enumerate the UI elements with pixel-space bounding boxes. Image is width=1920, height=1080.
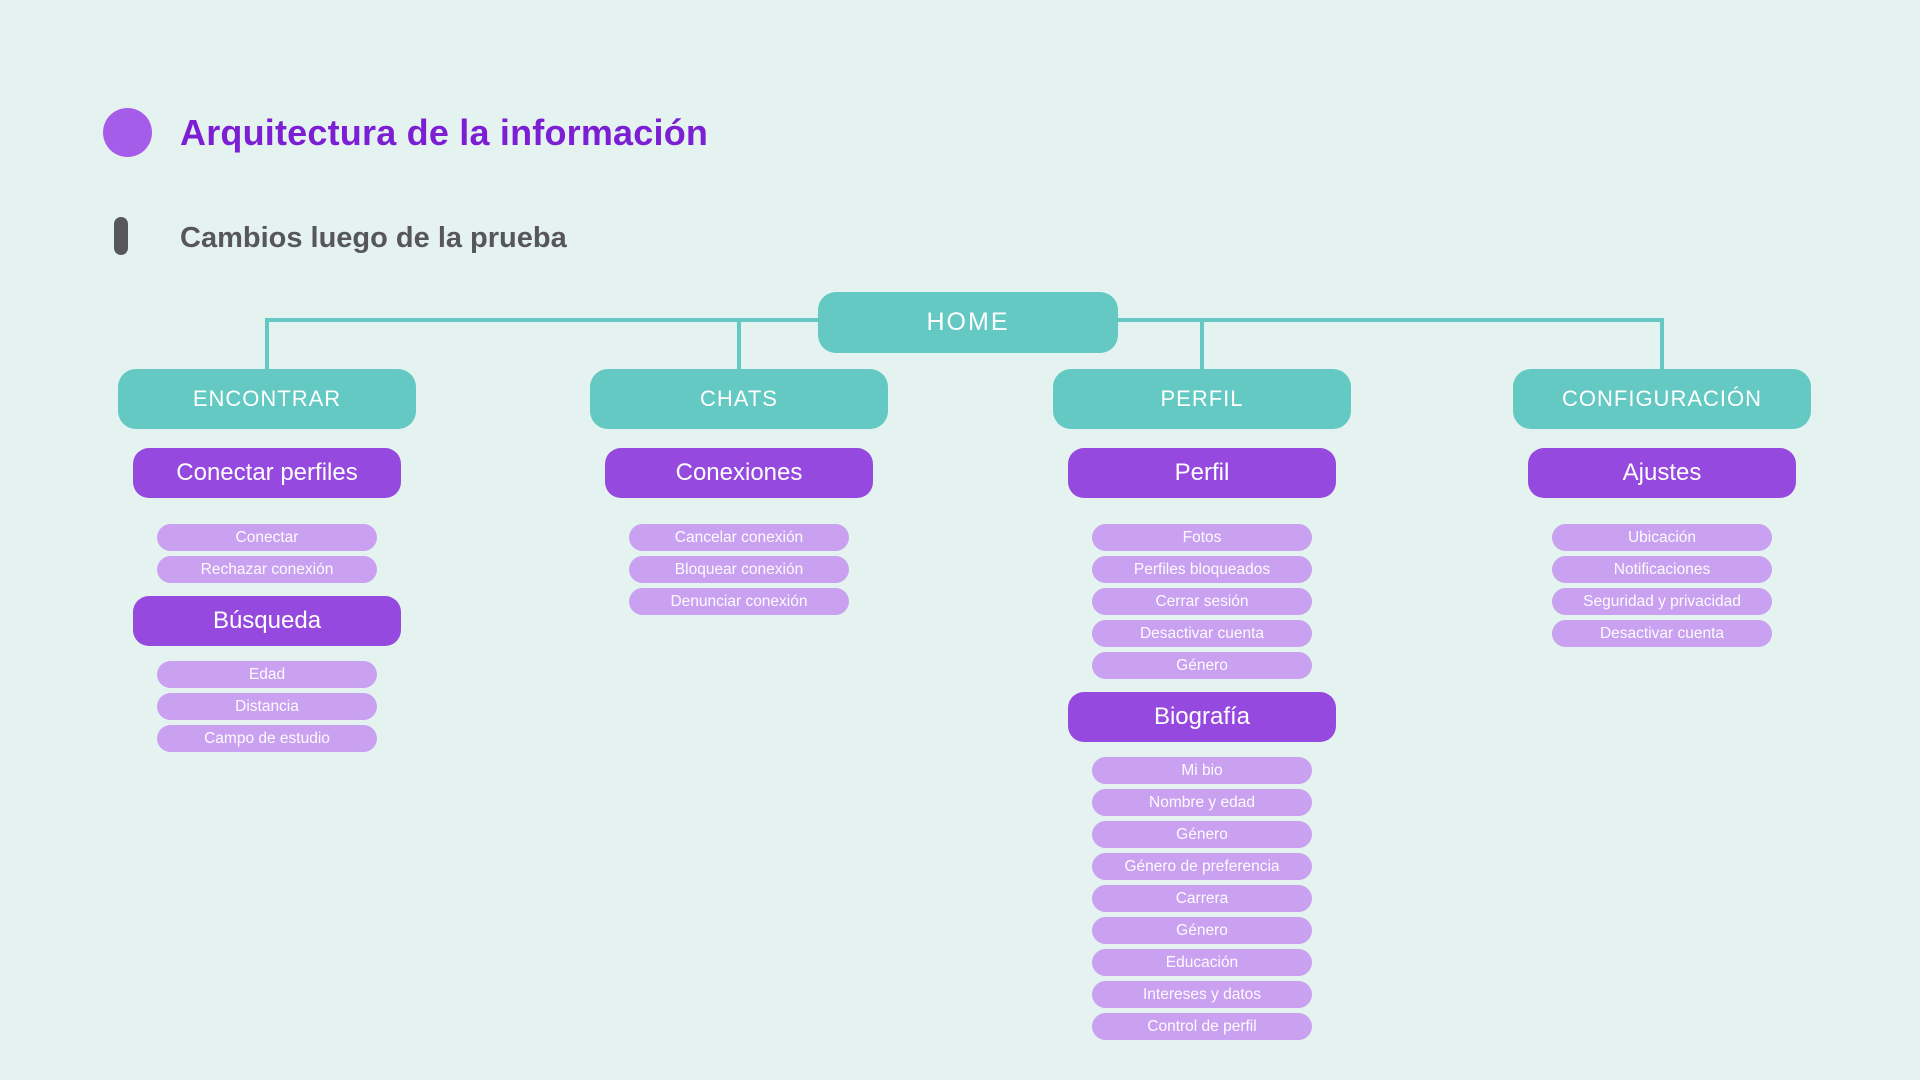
- node-conexiones: Conexiones: [605, 448, 873, 498]
- pill-group-busqueda: Edad Distancia Campo de estudio: [157, 661, 377, 752]
- pill-group-ajustes: Ubicación Notificaciones Seguridad y pri…: [1552, 524, 1772, 647]
- node-encontrar: ENCONTRAR: [118, 369, 416, 429]
- page-subtitle: Cambios luego de la prueba: [180, 222, 567, 254]
- node-perfiles-bloqueados: Perfiles bloqueados: [1092, 556, 1312, 583]
- node-intereses-y-datos: Intereses y datos: [1092, 981, 1312, 1008]
- branch-column-configuracion: CONFIGURACIÓN Ajustes Ubicación Notifica…: [1513, 369, 1811, 647]
- pill-group-conectar-perfiles: Conectar Rechazar conexión: [157, 524, 377, 583]
- node-desactivar-cuenta-config: Desactivar cuenta: [1552, 620, 1772, 647]
- pill-group-biografia: Mi bio Nombre y edad Género Género de pr…: [1092, 757, 1312, 1040]
- node-distancia: Distancia: [157, 693, 377, 720]
- node-genero-de-preferencia: Género de preferencia: [1092, 853, 1312, 880]
- node-seguridad-y-privacidad: Seguridad y privacidad: [1552, 588, 1772, 615]
- node-notificaciones: Notificaciones: [1552, 556, 1772, 583]
- node-ubicacion: Ubicación: [1552, 524, 1772, 551]
- node-genero-bio-1: Género: [1092, 821, 1312, 848]
- connector-drop-configuracion: [1660, 318, 1664, 370]
- node-edad: Edad: [157, 661, 377, 688]
- pill-group-perfil: Fotos Perfiles bloqueados Cerrar sesión …: [1092, 524, 1312, 679]
- node-cancelar-conexion: Cancelar conexión: [629, 524, 849, 551]
- connector-drop-perfil: [1200, 318, 1204, 370]
- branch-column-perfil: PERFIL Perfil Fotos Perfiles bloqueados …: [1053, 369, 1351, 1040]
- connector-drop-encontrar: [265, 318, 269, 370]
- node-conectar: Conectar: [157, 524, 377, 551]
- title-bullet-circle-icon: [103, 108, 152, 157]
- node-biografia: Biografía: [1068, 692, 1336, 742]
- node-campo-de-estudio: Campo de estudio: [157, 725, 377, 752]
- node-configuracion: CONFIGURACIÓN: [1513, 369, 1811, 429]
- branch-column-chats: CHATS Conexiones Cancelar conexión Bloqu…: [590, 369, 888, 615]
- page-title: Arquitectura de la información: [180, 112, 709, 153]
- node-bloquear-conexion: Bloquear conexión: [629, 556, 849, 583]
- node-nombre-y-edad: Nombre y edad: [1092, 789, 1312, 816]
- node-conectar-perfiles: Conectar perfiles: [133, 448, 401, 498]
- node-mi-bio: Mi bio: [1092, 757, 1312, 784]
- node-cerrar-sesion: Cerrar sesión: [1092, 588, 1312, 615]
- branch-column-encontrar: ENCONTRAR Conectar perfiles Conectar Rec…: [118, 369, 416, 752]
- connector-drop-chats: [737, 318, 741, 370]
- node-carrera: Carrera: [1092, 885, 1312, 912]
- node-ajustes: Ajustes: [1528, 448, 1796, 498]
- node-control-de-perfil: Control de perfil: [1092, 1013, 1312, 1040]
- node-rechazar-conexion: Rechazar conexión: [157, 556, 377, 583]
- pill-group-conexiones: Cancelar conexión Bloquear conexión Denu…: [629, 524, 849, 615]
- node-denunciar-conexion: Denunciar conexión: [629, 588, 849, 615]
- node-fotos: Fotos: [1092, 524, 1312, 551]
- node-desactivar-cuenta-perfil: Desactivar cuenta: [1092, 620, 1312, 647]
- node-chats: CHATS: [590, 369, 888, 429]
- node-busqueda: Búsqueda: [133, 596, 401, 646]
- node-educacion: Educación: [1092, 949, 1312, 976]
- node-home: HOME: [818, 292, 1118, 353]
- node-genero-bio-2: Género: [1092, 917, 1312, 944]
- node-perfil-main: PERFIL: [1053, 369, 1351, 429]
- node-perfil: Perfil: [1068, 448, 1336, 498]
- node-genero-perfil: Género: [1092, 652, 1312, 679]
- subtitle-bullet-bar-icon: [114, 217, 128, 255]
